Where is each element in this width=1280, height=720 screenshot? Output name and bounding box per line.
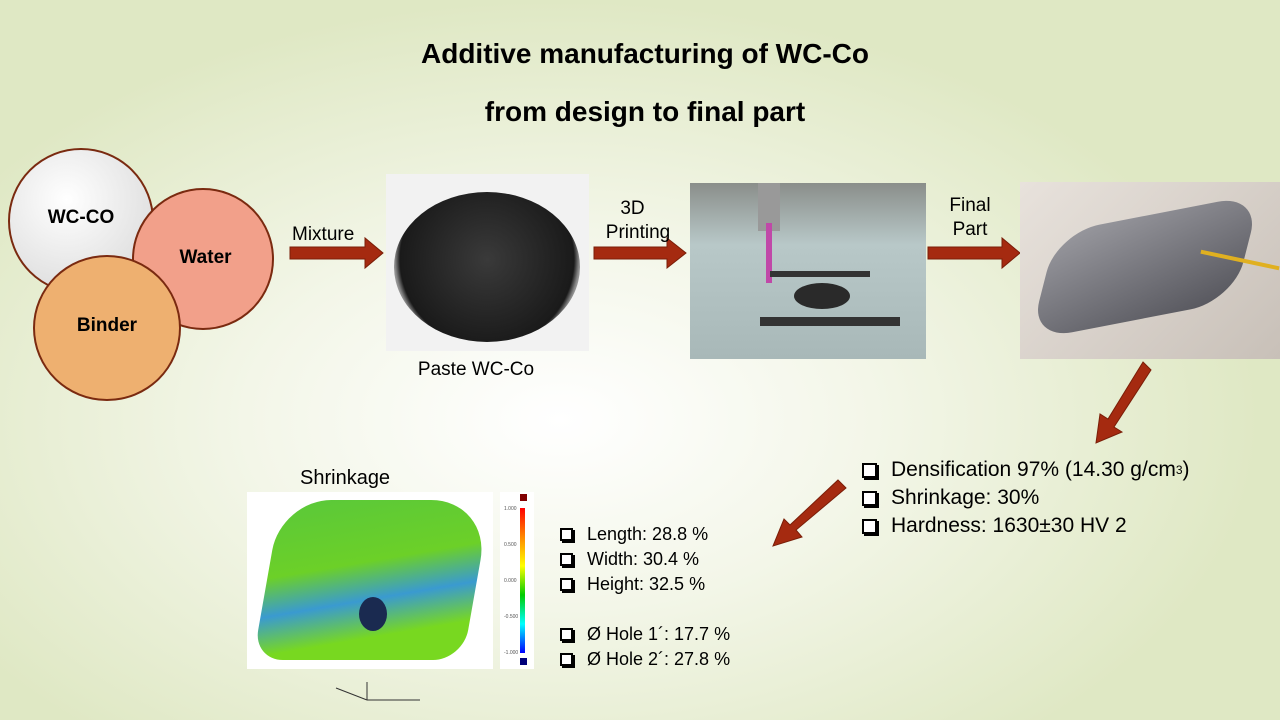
property-text: ) [1182,458,1190,481]
shrinkage-text: Ø Hole 1´: 17.7 % [587,624,731,644]
scale-label: -0.500 [504,614,519,620]
scale-label: -1.000 [504,650,519,656]
arrow-printing [593,236,687,270]
ingredient-label: Water [179,247,232,268]
shrinkage-width: Width: 30.4 % [560,547,730,572]
shrinkage-length: Length: 28.8 % [560,522,730,547]
title-line-2: from design to final part [484,96,806,127]
arrow-shrinkage [772,479,847,547]
shrinkage-height: Height: 32.5 % [560,572,730,597]
superscript: 3 [1175,463,1183,477]
property-hardness: Hardness: 1630±30 HV 2 [862,512,1190,540]
label-printing: Printing [605,222,671,243]
label-final: Final [949,195,991,216]
label-part: Part [952,219,988,240]
shrinkage-hole-2: Ø Hole 2´: 27.8 % [560,647,730,672]
shrinkage-text: Height: 32.5 % [587,574,706,594]
label-mixture: Mixture [292,224,355,245]
property-shrinkage: Shrinkage: 30% [862,484,1190,512]
property-text: Densification 97% (14.30 g/cm [891,458,1176,481]
checkbox-icon [560,578,573,591]
shrinkage-hole-1: Ø Hole 1´: 17.7 % [560,622,730,647]
axes-icon [335,682,420,701]
scale-label: 0.000 [504,578,517,584]
ingredient-binder: Binder [33,255,181,401]
label-3d: 3D [620,198,645,219]
scale-label: 1.000 [504,506,517,512]
checkbox-icon [560,628,573,641]
checkbox-icon [862,518,877,534]
scale-label: 0.500 [504,542,517,548]
ingredient-label: WC-CO [47,207,115,228]
final-part-photo [1020,182,1280,359]
checkbox-icon [560,553,573,566]
checkbox-icon [862,490,877,506]
title-line-1: Additive manufacturing of WC-Co [421,38,869,69]
printing-photo [690,183,926,359]
shrinkage-text: Width: 30.4 % [587,549,700,569]
arrow-mixture [289,236,384,270]
paste-photo [386,174,589,351]
shrinkage-list: Length: 28.8 % Width: 30.4 % Height: 32.… [560,522,730,672]
arrow-down [1095,361,1152,444]
shrinkage-text: Ø Hole 2´: 27.8 % [587,649,731,669]
checkbox-icon [862,462,877,478]
paste-caption: Paste WC-Co [417,359,535,380]
spacer [560,597,730,622]
color-scale: 1.000 0.500 0.000 -0.500 -1.000 [500,492,534,669]
property-text: Shrinkage: 30% [891,486,1040,509]
shrinkage-scan [247,492,493,669]
ingredient-label: Binder [76,315,138,336]
shrinkage-text: Length: 28.8 % [587,524,709,544]
arrow-final [927,236,1021,270]
shrinkage-title: Shrinkage [300,467,391,489]
checkbox-icon [560,528,573,541]
property-text: Hardness: 1630±30 HV 2 [891,514,1127,537]
checkbox-icon [560,653,573,666]
